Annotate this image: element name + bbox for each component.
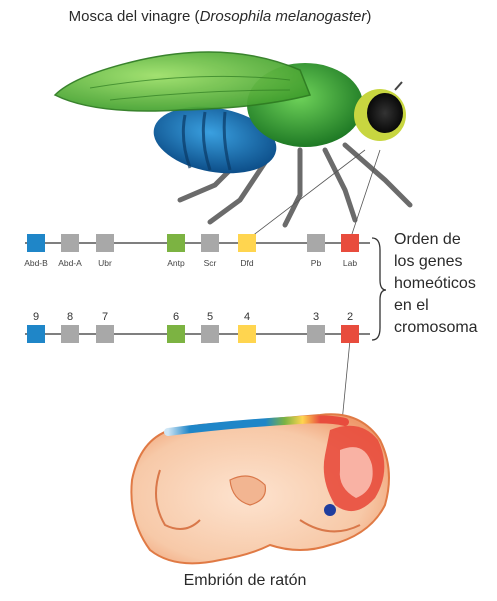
fly-antenna xyxy=(395,82,402,90)
mouse-gene-label: 9 xyxy=(33,311,39,323)
mouse-gene-label: 3 xyxy=(313,311,319,323)
fly-chromosome: Abd-B Abd-A Ubr Antp Scr Dfd Pb Lab xyxy=(24,234,370,268)
mouse-gene-box-3 xyxy=(307,325,325,343)
fly-gene-box-Ubr xyxy=(96,234,114,252)
fly-gene-box-Antp xyxy=(167,234,185,252)
mouse-gene-box-5 xyxy=(201,325,219,343)
mouse-gene-label: 5 xyxy=(207,311,213,323)
fly-gene-box-Scr xyxy=(201,234,219,252)
fly-gene-boxes: Abd-B Abd-A Ubr Antp Scr Dfd Pb Lab xyxy=(24,234,359,268)
mouse-embryo-illustration xyxy=(131,414,389,563)
hox-order-label: Orden de los genes homeóticos en el crom… xyxy=(394,229,478,339)
mouse-gene-label: 7 xyxy=(102,311,108,323)
mouse-gene-boxes: 9 8 7 6 5 4 3 2 xyxy=(27,311,359,343)
fly-wing xyxy=(55,52,310,111)
bracket xyxy=(372,238,386,340)
fly-gene-label: Antp xyxy=(167,258,185,268)
connector-lines xyxy=(247,150,380,422)
fly-gene-label: Lab xyxy=(343,258,357,268)
mouse-gene-label: 8 xyxy=(67,311,73,323)
fly-eye-icon xyxy=(367,93,403,133)
fly-gene-label: Abd-B xyxy=(24,258,48,268)
mouse-gene-box-2 xyxy=(341,325,359,343)
fly-gene-box-Pb xyxy=(307,234,325,252)
fly-gene-box-Abd-A xyxy=(61,234,79,252)
fruit-fly-illustration xyxy=(55,52,410,225)
mouse-gene-box-4 xyxy=(238,325,256,343)
mouse-chromosome: 9 8 7 6 5 4 3 2 xyxy=(25,311,370,343)
fly-gene-box-Lab xyxy=(341,234,359,252)
mouse-gene-label: 6 xyxy=(173,311,179,323)
mouse-gene-box-9 xyxy=(27,325,45,343)
mouse-gene-box-7 xyxy=(96,325,114,343)
mouse-gene-label: 4 xyxy=(244,311,250,323)
mouse-gene-label: 2 xyxy=(347,311,353,323)
embryo-caption: Embrión de ratón xyxy=(120,572,370,590)
fly-gene-box-Abd-B xyxy=(27,234,45,252)
fly-gene-label: Dfd xyxy=(240,258,254,268)
fly-gene-label: Pb xyxy=(311,258,322,268)
fly-gene-label: Scr xyxy=(204,258,217,268)
fly-gene-label: Abd-A xyxy=(58,258,82,268)
fly-gene-box-Dfd xyxy=(238,234,256,252)
fly-gene-label: Ubr xyxy=(98,258,112,268)
embryo-eye-icon xyxy=(324,504,336,516)
mouse-gene-box-8 xyxy=(61,325,79,343)
mouse-gene-box-6 xyxy=(167,325,185,343)
